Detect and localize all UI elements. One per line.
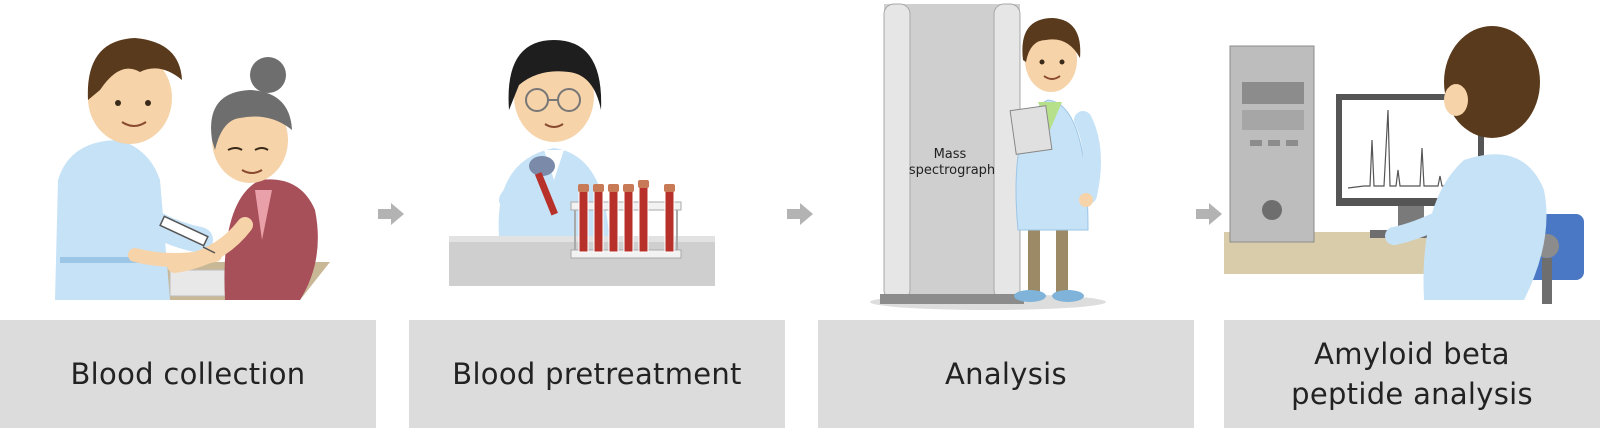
step-label-box: Amyloid beta peptide analysis [1224,320,1600,428]
step-label: Blood pretreatment [452,357,742,391]
step-label: Analysis [945,357,1067,391]
blood-collection-illustration [55,38,330,300]
arrow-right-icon [787,203,813,225]
step-label: Amyloid beta peptide analysis [1291,337,1533,411]
step-blood-collection: Blood collection [0,0,376,428]
analysis-illustration: Mass spectrograph [870,3,1106,310]
step-amyloid-beta-analysis: Amyloid beta peptide analysis [1224,0,1600,428]
step-label: Blood collection [70,357,306,391]
step-analysis: Mass spectrograph Analysis [818,0,1194,428]
blood-pretreatment-illustration [449,40,715,286]
step-label-box: Blood collection [0,320,376,428]
step-label-box: Analysis [818,320,1194,428]
mass-spectrograph-label: Mass spectrograph [909,147,995,178]
arrow-right-icon [378,203,404,225]
step-blood-pretreatment: Blood pretreatment [409,0,785,428]
step-label-box: Blood pretreatment [409,320,785,428]
arrow-right-icon [1196,203,1222,225]
amyloid-analysis-illustration [1224,26,1584,304]
